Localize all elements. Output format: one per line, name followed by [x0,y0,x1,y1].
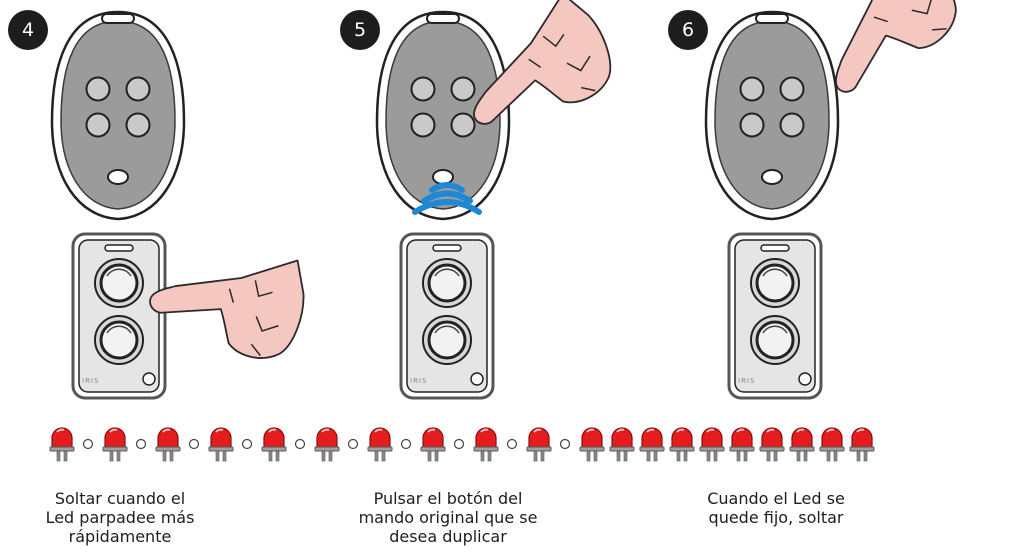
receiver-brand-label: IRIS [82,377,100,385]
led-sequence [49,427,875,462]
led-icon [49,427,75,462]
remote-control-icon [704,10,840,221]
led-icon [639,427,665,462]
led-off-indicator [506,438,518,450]
led-icon [420,427,446,462]
led-icon [102,427,128,462]
receiver-brand-label: IRIS [738,377,756,385]
led-off-indicator [294,438,306,450]
led-off-indicator [559,438,571,450]
led-icon [759,427,785,462]
led-off-indicator [135,438,147,450]
step-caption: Pulsar el botón del mando original que s… [358,489,538,546]
receiver-brand-label: IRIS [410,377,428,385]
led-icon [789,427,815,462]
led-icon [699,427,725,462]
led-icon [609,427,635,462]
led-off-indicator [400,438,412,450]
step-number-badge: 5 [340,10,380,50]
led-off-indicator [347,438,359,450]
led-icon [669,427,695,462]
step-caption: Soltar cuando el Led parpadee más rápida… [45,489,195,546]
led-icon [579,427,605,462]
led-icon [819,427,845,462]
led-icon [314,427,340,462]
led-icon [473,427,499,462]
step-number-badge: 4 [8,10,48,50]
led-off-indicator [241,438,253,450]
led-off-indicator [453,438,465,450]
receiver-icon [727,232,823,400]
pointing-hand-icon [142,220,319,369]
led-icon [208,427,234,462]
led-icon [526,427,552,462]
signal-waves-icon [412,182,482,215]
led-icon [155,427,181,462]
receiver-icon [71,232,167,400]
led-icon [261,427,287,462]
receiver-icon [399,232,495,400]
led-icon [729,427,755,462]
remote-control-icon [50,10,186,221]
step-number-badge: 6 [668,10,708,50]
step-caption: Cuando el Led se quede fijo, soltar [707,489,845,527]
led-icon [367,427,393,462]
led-icon [849,427,875,462]
led-off-indicator [188,438,200,450]
led-off-indicator [82,438,94,450]
